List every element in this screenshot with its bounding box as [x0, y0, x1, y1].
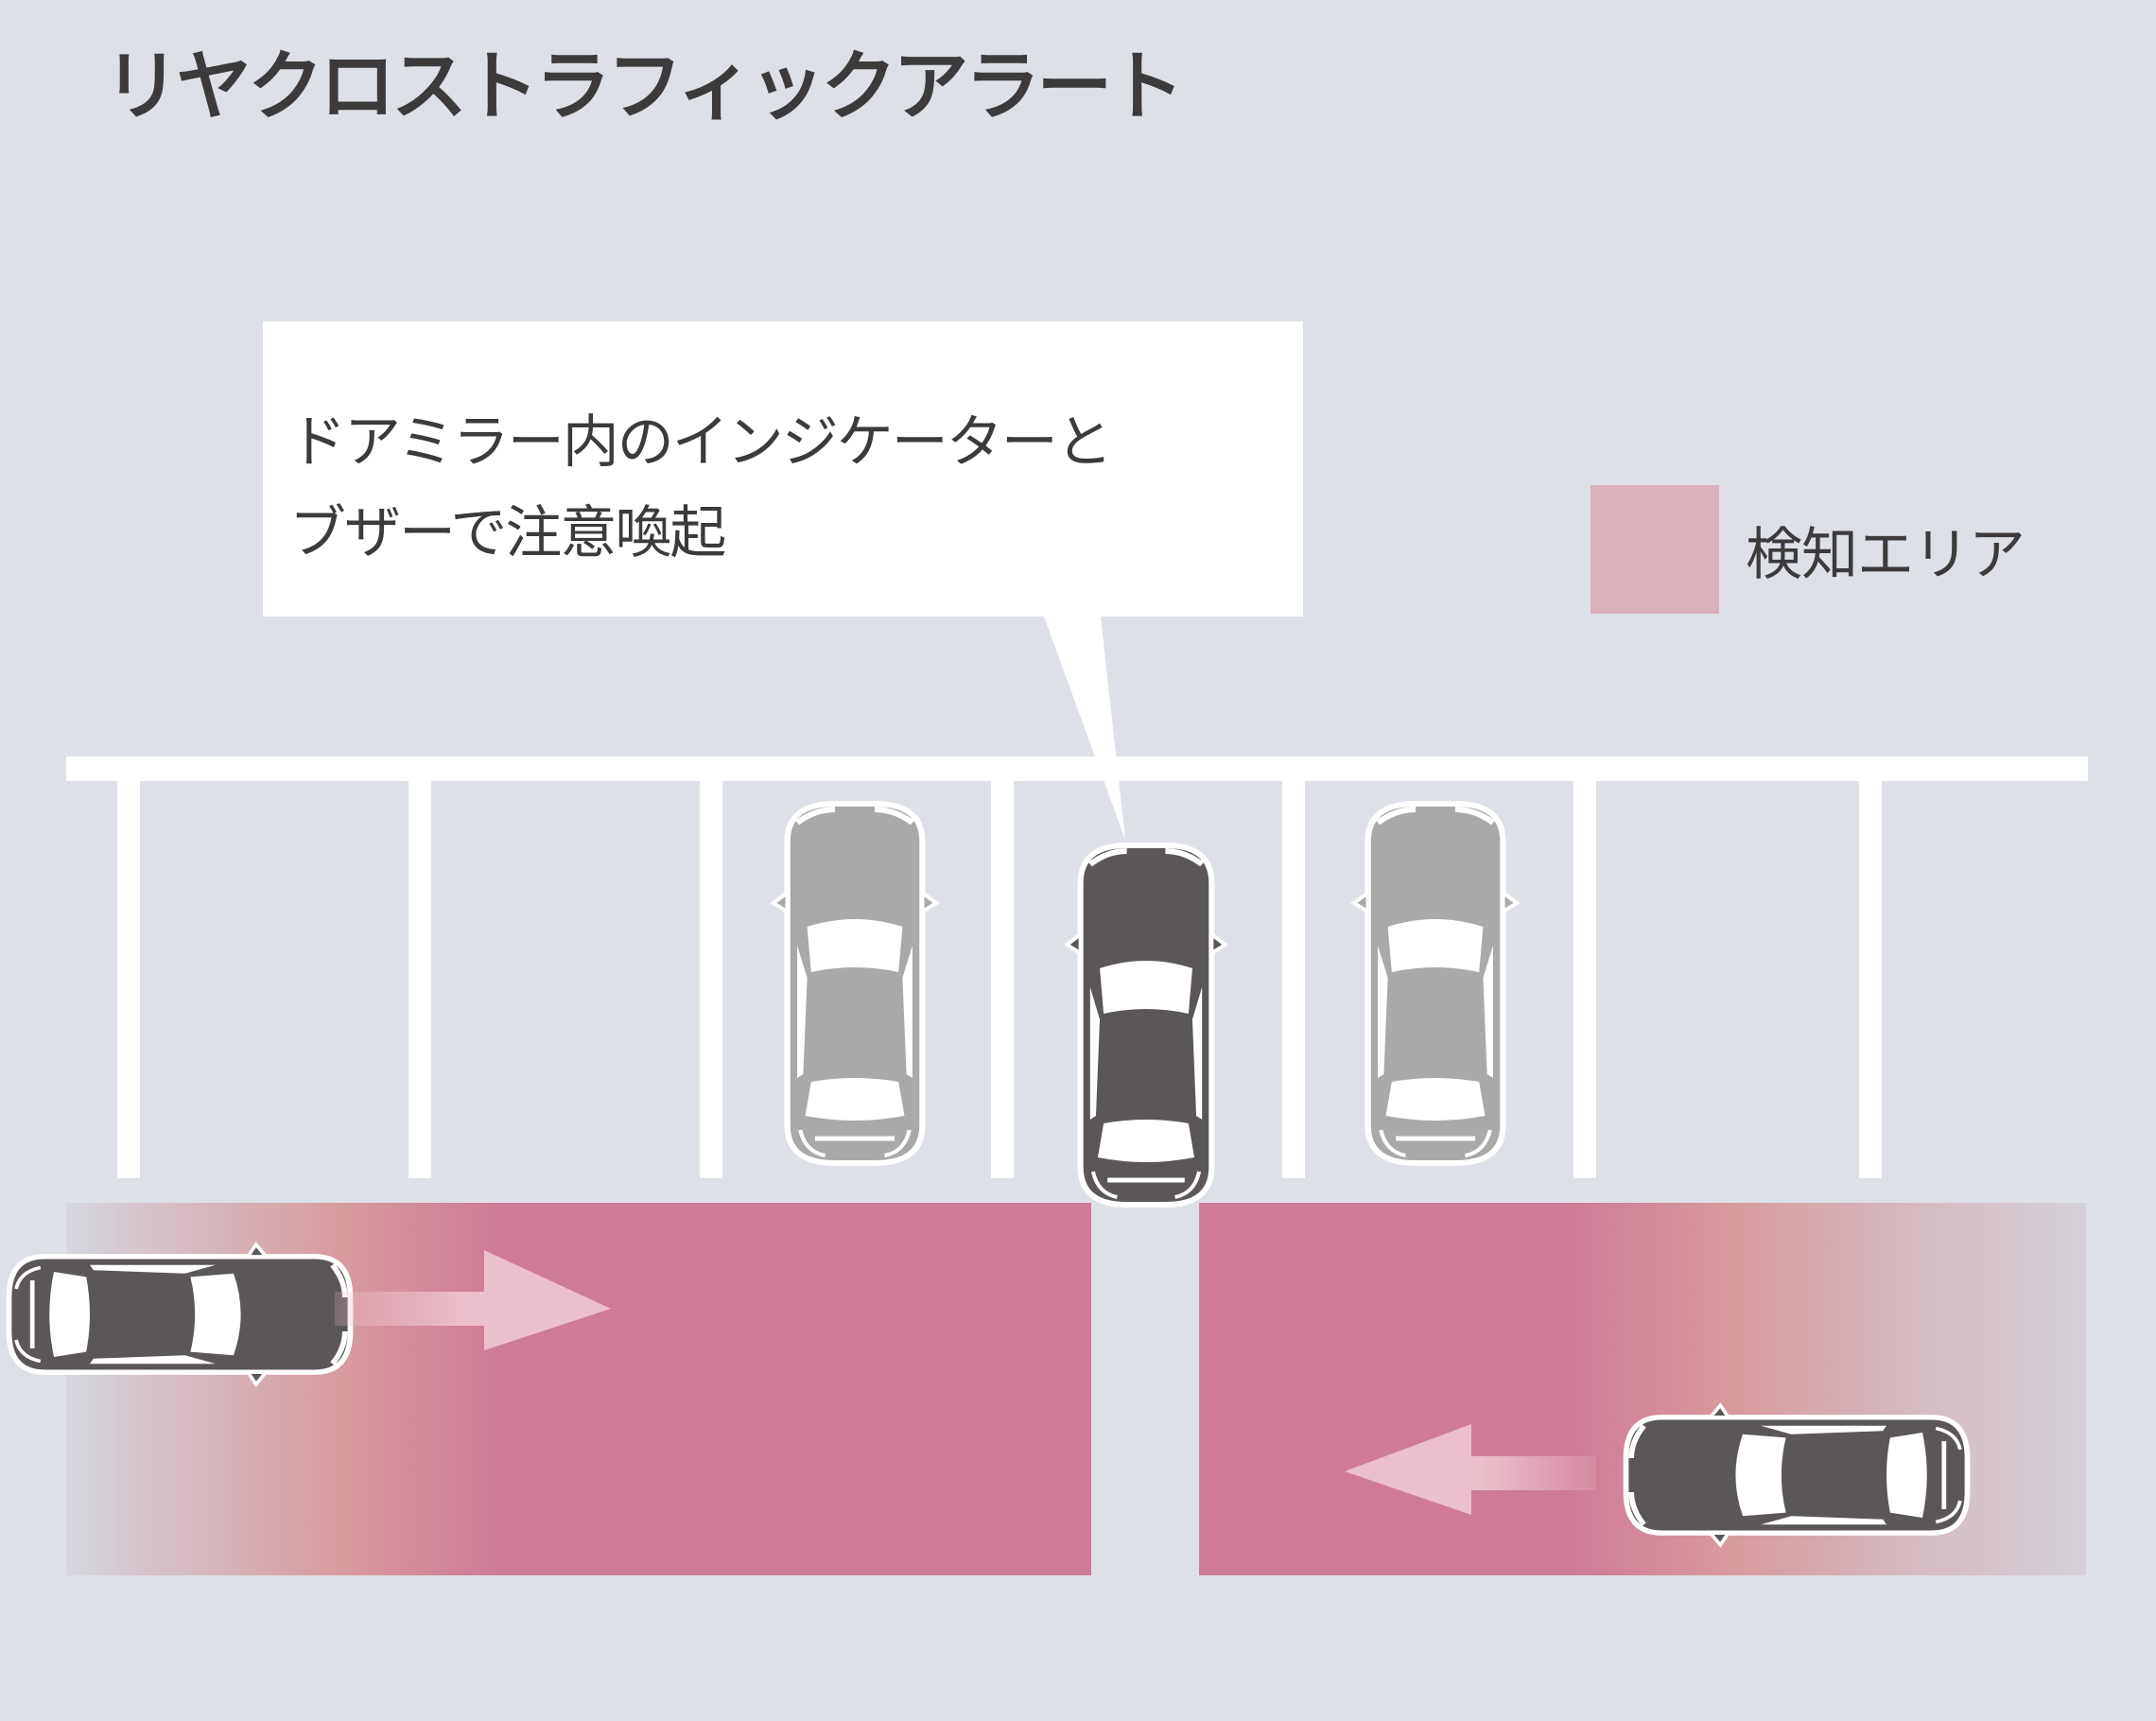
approaching-vehicle-right-icon [1626, 1405, 1968, 1545]
parking-lines [66, 756, 2088, 1178]
parked-vehicle-left-icon [774, 804, 936, 1163]
legend-swatch [1591, 485, 1719, 614]
callout-box [263, 322, 1303, 840]
callout-line-1: ドアミラー内のインジケーターと [289, 409, 1113, 476]
own-vehicle-icon [1067, 845, 1225, 1205]
parked-vehicle-right-icon [1354, 804, 1517, 1163]
legend-label: 検知エリア [1746, 521, 2026, 588]
approaching-vehicle-left-icon [9, 1244, 350, 1384]
callout-line-2: ブザーで注意喚起 [289, 500, 726, 566]
callout-text: ドアミラー内のインジケーターと ブザーで注意喚起 [289, 397, 1292, 579]
page-title: リヤクロストラフィックアラート [104, 43, 1184, 130]
arrow-right-icon [335, 1250, 611, 1350]
legend: 検知エリア [1591, 485, 2026, 614]
arrow-left-icon [1345, 1424, 1596, 1515]
